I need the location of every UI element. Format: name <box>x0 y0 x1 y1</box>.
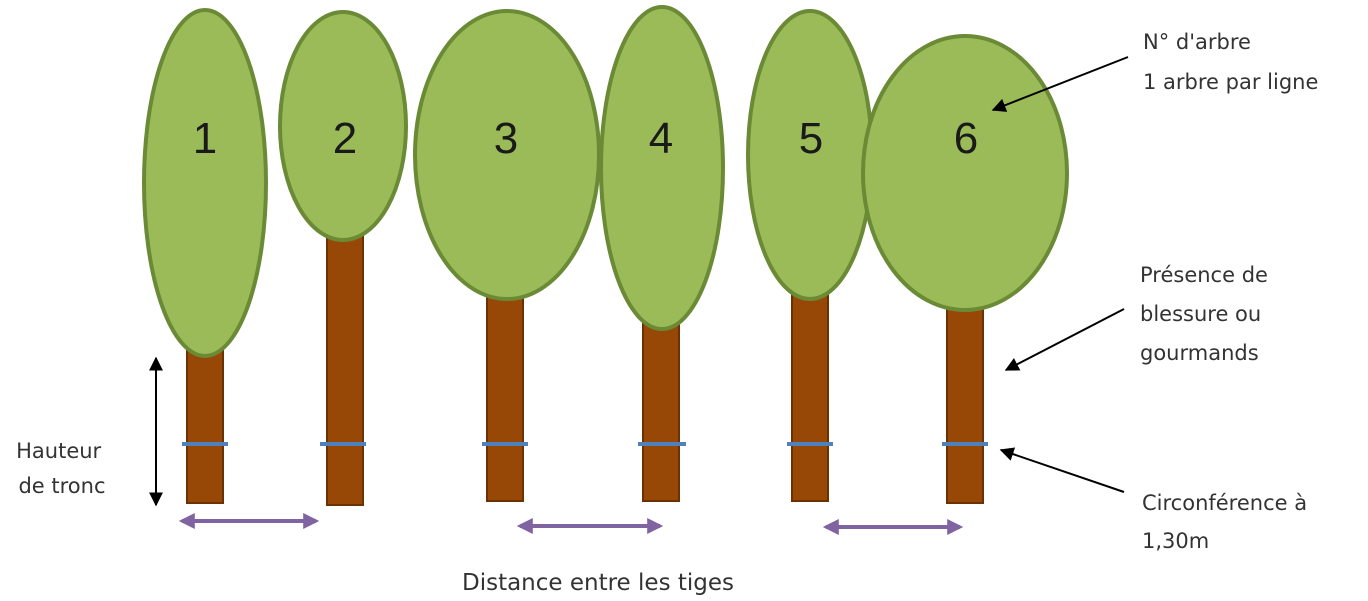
tree-number-4: 4 <box>649 114 673 163</box>
trunks <box>186 224 984 506</box>
tree-number-label-line-1: N° d'arbre <box>1143 30 1251 54</box>
tree-number-2: 2 <box>333 114 357 163</box>
trunk-2 <box>326 224 364 506</box>
canopy-1 <box>142 8 268 358</box>
tree-number-label-line-2: 1 arbre par ligne <box>1143 70 1318 94</box>
canopy-3 <box>413 9 601 301</box>
circumference-label: Circonférence à 1,30m <box>1142 491 1314 553</box>
canopy-6 <box>861 34 1069 312</box>
wound-label: Présence de blessure ou gourmands <box>1140 263 1275 365</box>
wound-label-line-3: gourmands <box>1140 341 1259 365</box>
tree-number-3: 3 <box>494 114 518 163</box>
distance-arrows <box>178 513 964 535</box>
trunk-height-label-line-2: de tronc <box>18 474 105 498</box>
trunk-height-label: Hauteur de tronc <box>16 439 108 498</box>
trunk-height-label-line-1: Hauteur <box>16 439 101 463</box>
tree-number-1: 1 <box>193 114 217 163</box>
circumference-label-line-2: 1,30m <box>1142 529 1209 553</box>
circumference-label-line-1: Circonférence à <box>1142 491 1307 515</box>
canopies <box>142 5 1069 358</box>
trunk-4 <box>642 314 680 502</box>
trunk-5 <box>791 284 829 502</box>
tree-number-label: N° d'arbre 1 arbre par ligne <box>1143 30 1318 94</box>
canopy-4 <box>599 5 725 331</box>
tree-number-6: 6 <box>954 114 978 163</box>
trunk-3 <box>486 284 524 502</box>
tree-numbers: 1 2 3 4 5 6 <box>193 114 978 163</box>
tree-number-5: 5 <box>799 114 823 163</box>
trunk-1 <box>186 334 224 504</box>
wound-label-line-1: Présence de <box>1140 263 1268 287</box>
distance-label: Distance entre les tiges <box>462 570 734 596</box>
wound-pointer-arrow <box>1004 308 1125 371</box>
wound-label-line-2: blessure ou <box>1140 302 1261 326</box>
canopy-2 <box>278 10 408 242</box>
tree-number-pointer-arrow <box>991 56 1129 112</box>
trunk-6 <box>946 294 984 504</box>
circumference-pointer-arrow <box>999 447 1125 493</box>
